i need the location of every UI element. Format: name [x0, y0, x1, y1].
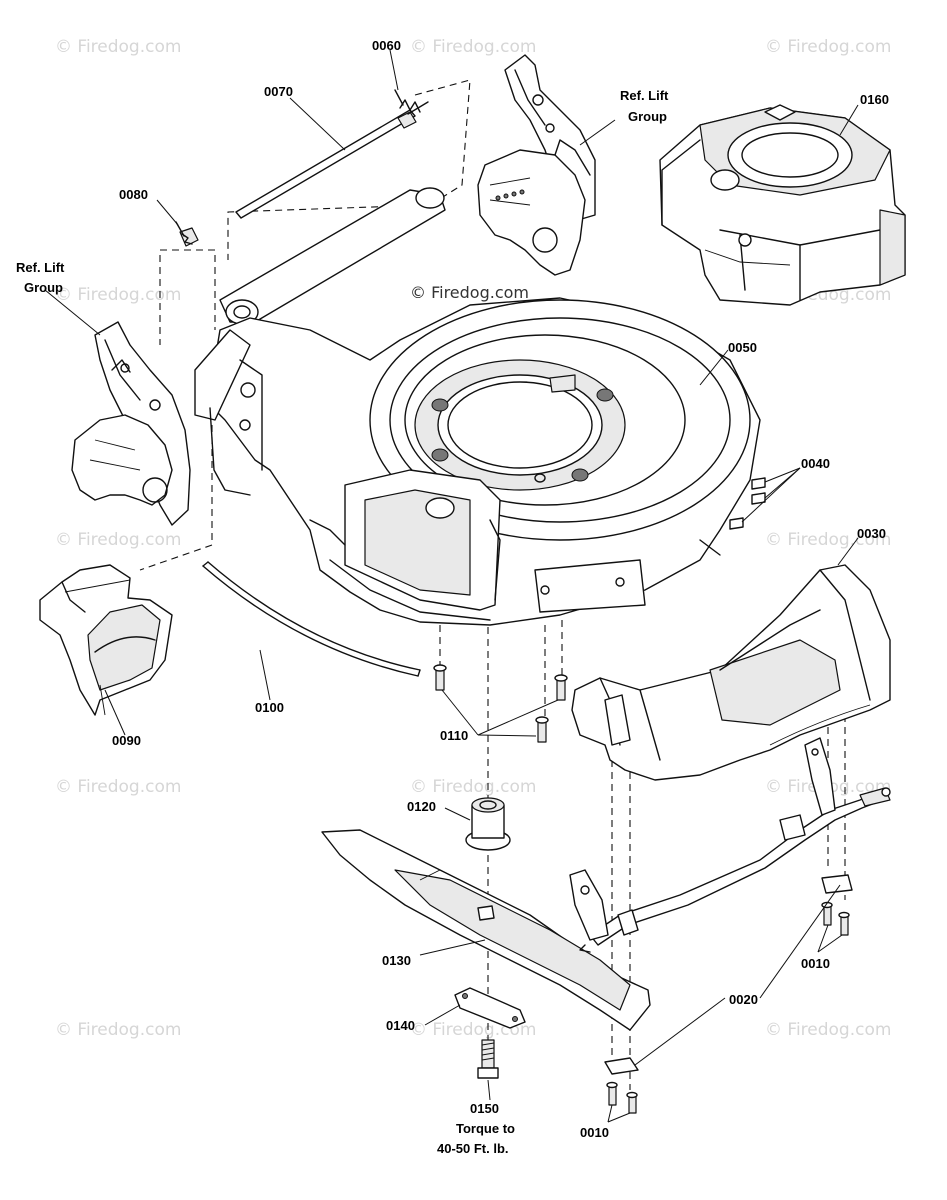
- leader-lines: [44, 49, 859, 1123]
- screws-0010: [606, 901, 850, 1114]
- watermark: © Firedog.com: [765, 530, 891, 550]
- ref-lift-group-left-line1: Ref. Lift: [16, 260, 65, 275]
- rear-guard-0030: [571, 564, 891, 781]
- label-0080: 0080: [119, 187, 148, 202]
- label-0120: 0120: [407, 799, 436, 814]
- label-0040: 0040: [801, 456, 830, 471]
- label-0070: 0070: [264, 84, 293, 99]
- label-0060: 0060: [372, 38, 401, 53]
- ref-lift-group-right-line2: Group: [628, 109, 667, 124]
- assembly-dashed-lines: [139, 79, 846, 1090]
- strip-0100: [202, 561, 421, 677]
- torque-note-line1: Torque to: [456, 1121, 515, 1136]
- label-0130: 0130: [382, 953, 411, 968]
- ref-lift-group-right-line1: Ref. Lift: [620, 88, 669, 103]
- watermark: © Firedog.com: [765, 37, 891, 57]
- rod-0070: [235, 101, 429, 219]
- torque-note-line2: 40-50 Ft. lb.: [437, 1141, 509, 1156]
- watermark: © Firedog.com: [765, 1020, 891, 1040]
- watermark: © Firedog.com: [55, 37, 181, 57]
- label-0030: 0030: [857, 526, 886, 541]
- label-0150: 0150: [470, 1101, 499, 1116]
- watermark-center: © Firedog.com: [410, 283, 529, 302]
- label-0010-bottom: 0010: [580, 1125, 609, 1140]
- axle-0020: [569, 737, 891, 1075]
- spring-0060: [394, 89, 421, 113]
- lift-group-right: [477, 54, 596, 276]
- adapter-0120: [465, 797, 511, 851]
- lift-group-left: [71, 321, 191, 526]
- label-0100: 0100: [255, 700, 284, 715]
- watermark: © Firedog.com: [410, 37, 536, 57]
- label-0010-right: 0010: [801, 956, 830, 971]
- watermark: © Firedog.com: [55, 530, 181, 550]
- screws-0110: [433, 664, 568, 743]
- watermark: © Firedog.com: [55, 1020, 181, 1040]
- watermark: © Firedog.com: [55, 285, 181, 305]
- label-0160: 0160: [860, 92, 889, 107]
- label-0140: 0140: [386, 1018, 415, 1033]
- washer-0140: [454, 987, 526, 1029]
- blade-0130: [321, 829, 651, 1031]
- label-0050: 0050: [728, 340, 757, 355]
- label-0020: 0020: [729, 992, 758, 1007]
- deflector-0090: [39, 564, 173, 716]
- deck-0050: [194, 187, 766, 626]
- watermark: © Firedog.com: [55, 777, 181, 797]
- label-0090: 0090: [112, 733, 141, 748]
- ref-lift-group-left-line2: Group: [24, 280, 63, 295]
- bolt-0150: [477, 1039, 499, 1079]
- engine-0160: [659, 104, 906, 306]
- label-0110: 0110: [440, 728, 468, 743]
- spring-0080: [175, 221, 199, 247]
- part-labels: 0010 0010 0020 0030 0040 0050 0060 0070 …: [16, 38, 889, 1156]
- watermark: © Firedog.com: [410, 777, 536, 797]
